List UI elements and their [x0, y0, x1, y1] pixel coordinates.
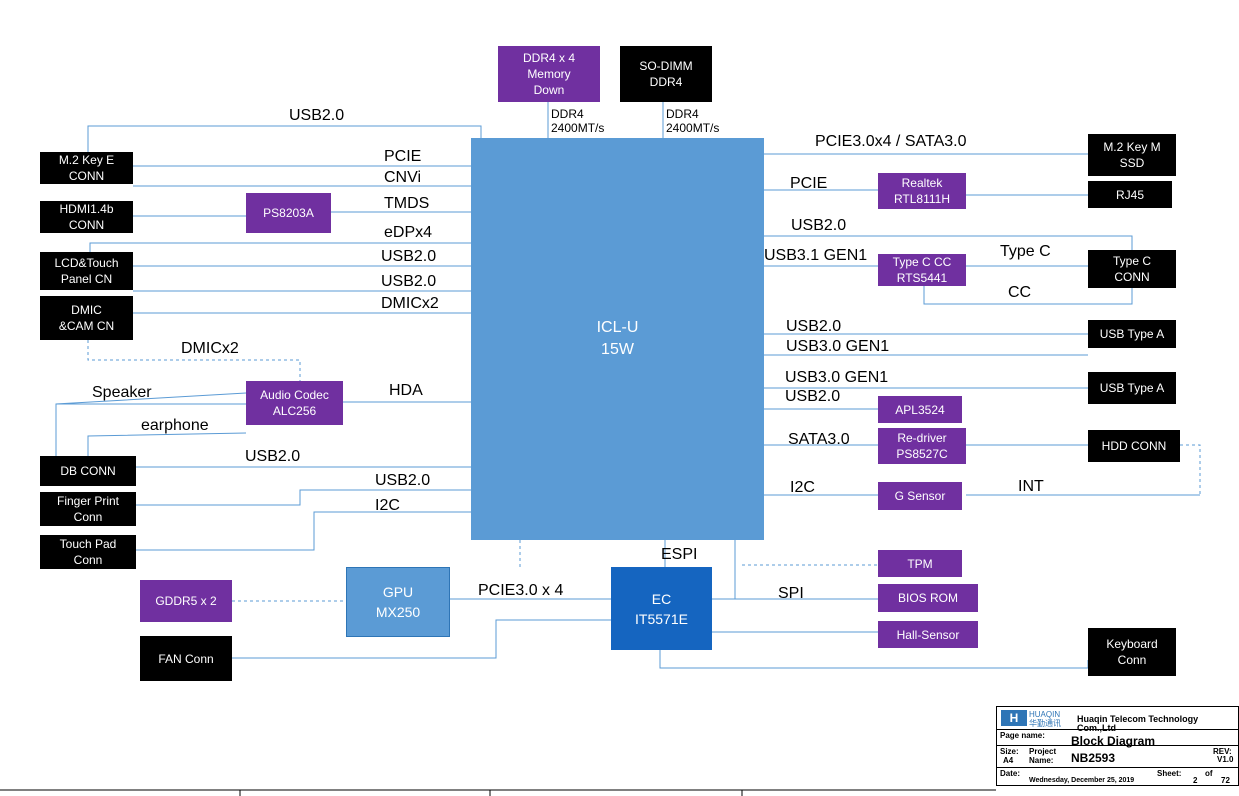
- usb30-a2-label: USB3.0 GEN1: [785, 369, 889, 386]
- total-sheets: 72: [1221, 776, 1230, 785]
- db-conn: DB CONN: [40, 456, 136, 486]
- rj45-conn: RJ45: [1088, 181, 1172, 208]
- ddr4-rate-label-1: DDR4 2400MT/s: [551, 107, 605, 135]
- rev-value: V1.0: [1217, 755, 1234, 764]
- hall-sensor-block: Hall-Sensor: [878, 621, 978, 648]
- typec-conn: Type C CONN: [1088, 250, 1176, 288]
- usb20-top-label: USB2.0: [289, 107, 345, 124]
- usb20-a1-label: USB2.0: [786, 318, 842, 335]
- usb20-fp-label: USB2.0: [375, 472, 431, 489]
- i2c-tp-label: I2C: [375, 497, 400, 514]
- usb30-a1-label: USB3.0 GEN1: [786, 338, 890, 355]
- spi-label: SPI: [778, 585, 804, 602]
- huaqin-logo-icon: H: [1001, 710, 1027, 726]
- usb20-a2-label: USB2.0: [785, 388, 841, 405]
- ddr4-memory-down-block: DDR4 x 4 Memory Down: [498, 46, 600, 102]
- cpu-block: ICL-U 15W: [471, 138, 764, 540]
- int-label: INT: [1018, 478, 1044, 495]
- touch-pad-conn: Touch Pad Conn: [40, 535, 136, 569]
- usb-type-a-1: USB Type A: [1088, 320, 1176, 348]
- espi-label: ESPI: [661, 546, 698, 563]
- keyboard-conn: Keyboard Conn: [1088, 628, 1176, 676]
- m2-key-e-conn: M.2 Key E CONN: [40, 152, 133, 184]
- sodimm-block: SO-DIMM DDR4: [620, 46, 712, 102]
- pcie-lan-label: PCIE: [790, 175, 828, 192]
- pcie-gpu-label: PCIE3.0 x 4: [478, 582, 564, 599]
- logo-text: HUAQIN 华勤通讯: [1029, 710, 1061, 728]
- sheet-label: Sheet:: [1157, 769, 1182, 778]
- realtek-lan-block: Realtek RTL8111H: [878, 173, 966, 209]
- sheet-value: 2: [1193, 776, 1198, 785]
- date-label: Date:: [1000, 769, 1021, 778]
- size-label: Size:: [1000, 747, 1019, 756]
- type-c-label: Type C: [1000, 243, 1051, 260]
- cnvi-label: CNVi: [384, 169, 422, 186]
- tmds-label: TMDS: [384, 195, 430, 212]
- size-value: A4: [1003, 756, 1014, 765]
- finger-print-conn: Finger Print Conn: [40, 492, 136, 526]
- gpu-block: GPU MX250: [346, 567, 450, 637]
- project-label: Project Name:: [1029, 747, 1057, 765]
- pcie-sata-label: PCIE3.0x4 / SATA3.0: [815, 133, 967, 150]
- redriver-block: Re-driver PS8527C: [878, 428, 966, 464]
- usb31-label: USB3.1 GEN1: [764, 247, 868, 264]
- usb20-lcd1-label: USB2.0: [381, 248, 437, 265]
- of-label: of: [1205, 769, 1213, 778]
- lcd-touch-panel-conn: LCD&Touch Panel CN: [40, 252, 133, 290]
- sata30-label: SATA3.0: [788, 431, 850, 448]
- gddr5-block: GDDR5 x 2: [140, 580, 232, 622]
- ddr4-rate-label-2: DDR4 2400MT/s: [666, 107, 720, 135]
- date-value: Wednesday, December 25, 2019: [1029, 777, 1135, 784]
- cc-label: CC: [1008, 284, 1032, 301]
- company-name: Huaqin Telecom Technology Com.,Ltd: [1077, 714, 1199, 733]
- usb-type-a-2: USB Type A: [1088, 372, 1176, 404]
- rev-label: REV:: [1213, 747, 1232, 756]
- usb20-typec-label: USB2.0: [791, 217, 847, 234]
- hdd-conn: HDD CONN: [1088, 430, 1180, 462]
- apl3524-block: APL3524: [878, 396, 962, 423]
- tpm-block: TPM: [878, 550, 962, 577]
- dmicx2-left-label: DMICx2: [181, 340, 239, 357]
- typec-cc-block: Type C CC RTS5441: [878, 254, 966, 286]
- dmicx2-right-label: DMICx2: [381, 295, 439, 312]
- page-name-label: Page name:: [1000, 731, 1045, 740]
- earphone-label: earphone: [141, 417, 209, 434]
- hda-label: HDA: [389, 382, 423, 399]
- ps8203a-block: PS8203A: [246, 193, 331, 233]
- ec-block: EC IT5571E: [611, 567, 712, 650]
- m2-key-m-ssd: M.2 Key M SSD: [1088, 134, 1176, 176]
- speaker-label: Speaker: [92, 384, 152, 401]
- page-name-value: Block Diagram: [1071, 734, 1156, 748]
- audio-codec-block: Audio Codec ALC256: [246, 381, 343, 425]
- pcie-m2e-label: PCIE: [384, 148, 422, 165]
- hdmi-conn: HDMI1.4b CONN: [40, 201, 133, 233]
- title-block: H HUAQIN 华勤通讯 Huaqin Telecom Technology …: [996, 706, 1239, 786]
- edp-label: eDPx4: [384, 224, 433, 241]
- g-sensor-block: G Sensor: [878, 482, 962, 510]
- bios-rom-block: BIOS ROM: [878, 584, 978, 612]
- dmic-cam-conn: DMIC &CAM CN: [40, 296, 133, 340]
- usb20-lcd2-label: USB2.0: [381, 273, 437, 290]
- usb20-db-label: USB2.0: [245, 448, 301, 465]
- fan-conn: FAN Conn: [140, 636, 232, 681]
- project-value: NB2593: [1071, 751, 1116, 765]
- i2c-gs-label: I2C: [790, 479, 815, 496]
